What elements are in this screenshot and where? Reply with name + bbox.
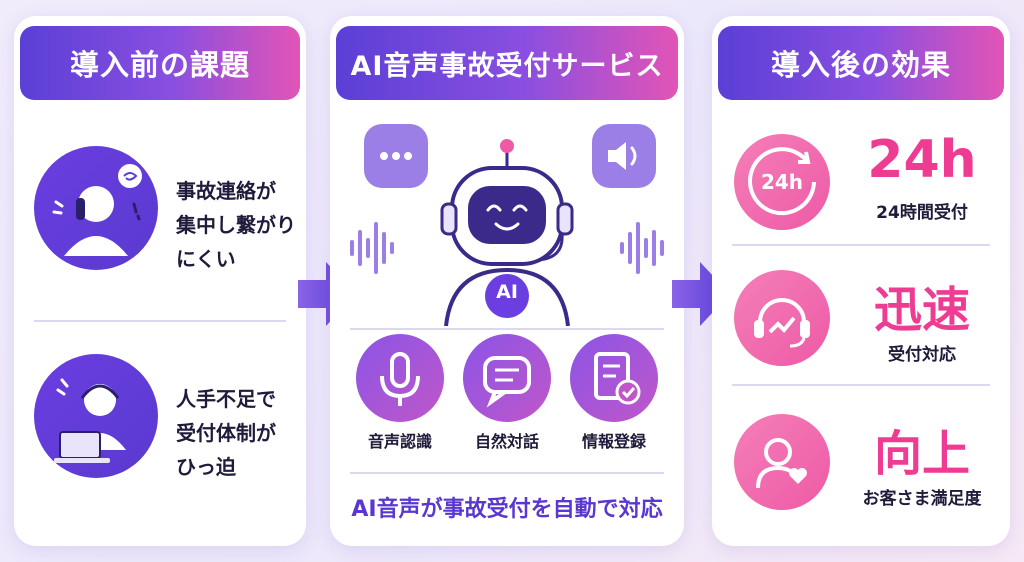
effect-speed-big: 迅速 (873, 282, 970, 338)
after-panel: 導入後の効果 24h 24h 24時間受付 迅速 受付対応 向上 お客さま満足度 (712, 16, 1010, 546)
issue-1-text: 事故連絡が 集中し繋がり にくい (176, 179, 296, 271)
right-divider-1 (732, 244, 990, 246)
arrow-right-icon (298, 262, 356, 326)
stressed-caller-icon (34, 146, 158, 270)
feature-label-voice: 音声認識 (367, 432, 432, 451)
before-panel: 導入前の課題 事故連絡が 集中し繋がり にくい 人手不足で 受付体制が ひっ (14, 16, 306, 546)
center-divider-top (350, 328, 664, 330)
feature-label-register: 情報登録 (581, 432, 646, 451)
effect-satisfaction-big: 向上 (873, 426, 970, 482)
effect-24h-big: 24h (867, 130, 977, 190)
effect-speed-sub: 受付対応 (888, 345, 956, 365)
clock-24h-icon: 24h (734, 134, 830, 230)
after-header: 導入後の効果 (718, 26, 1004, 100)
robot-ai-badge: AI (496, 281, 518, 303)
microphone-icon[interactable] (356, 334, 444, 422)
chat-bubble-icon (364, 124, 428, 188)
arrow-right-icon (672, 262, 730, 326)
speaker-icon (592, 124, 656, 188)
effect-24h-sub: 24時間受付 (876, 203, 968, 223)
center-divider-bottom (350, 472, 664, 474)
right-divider-2 (732, 384, 990, 386)
issue-2-text: 人手不足で 受付体制が ひっ迫 (176, 387, 276, 479)
service-panel: AI音声事故受付サービス AI (330, 16, 684, 546)
robot-icon (350, 139, 664, 326)
form-check-icon[interactable] (570, 334, 658, 422)
service-tagline: AI音声が事故受付を自動で対応 (351, 497, 663, 522)
person-heart-icon (734, 414, 830, 510)
message-icon[interactable] (463, 334, 551, 422)
headset-chart-icon (734, 270, 830, 366)
overworked-agent-icon (34, 354, 158, 478)
service-header: AI音声事故受付サービス (336, 26, 678, 100)
left-divider (34, 320, 286, 322)
before-header: 導入前の課題 (20, 26, 300, 100)
effect-satisfaction-sub: お客さま満足度 (862, 489, 982, 509)
feature-label-dialog: 自然対話 (474, 432, 539, 451)
